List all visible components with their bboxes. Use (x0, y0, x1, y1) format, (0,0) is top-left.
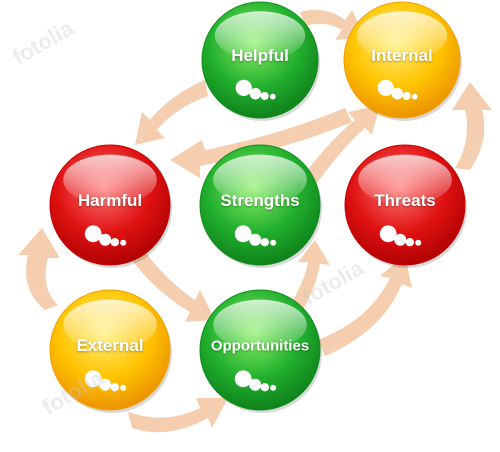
node-label-external: External (76, 336, 144, 355)
node-gloss (213, 299, 307, 350)
node-harmful (49, 144, 172, 268)
node-internal (343, 1, 462, 121)
bubble-dot (110, 238, 120, 247)
node-gloss (214, 11, 306, 60)
bubble-dot (260, 383, 269, 392)
bubble-dot (405, 238, 414, 247)
bubble-dot (260, 91, 269, 101)
node-threats (344, 144, 467, 268)
node-label-opportunities: Opportunities (210, 337, 310, 355)
arrow-harmful-opportunities (128, 245, 215, 322)
bubble-dot (249, 233, 262, 246)
bubble-dot (415, 239, 422, 246)
bubble-dot (377, 79, 394, 96)
bubble-dot (270, 239, 277, 246)
arrow-threats-internal (452, 82, 492, 170)
arrow-internal-harmful (170, 108, 352, 178)
bubble-dot (260, 238, 269, 247)
bubble-dot (99, 378, 112, 391)
node-external (49, 289, 172, 413)
arrow-strengths-internal (300, 105, 380, 190)
node-label-threats: Threats (374, 191, 436, 210)
bubble-dot (99, 233, 112, 246)
node-gloss (63, 154, 157, 205)
arrow-helpful-internal (300, 9, 365, 40)
node-strengths (199, 144, 322, 268)
bubble-dot (110, 383, 120, 392)
bubble-dot (120, 384, 127, 391)
arrow-opportunities-threats (318, 255, 412, 356)
node-gloss (63, 299, 157, 350)
node-helpful (201, 1, 320, 121)
connector-arrows (18, 9, 492, 433)
bubble-dot (391, 87, 404, 100)
nodes (49, 1, 467, 413)
node-label-internal: Internal (371, 46, 433, 65)
node-gloss (358, 154, 452, 205)
node-label-harmful: Harmful (77, 191, 143, 210)
node-opportunities (199, 289, 322, 413)
arrow-helpful-harmful (135, 80, 208, 145)
bubble-dot (234, 225, 252, 243)
node-gloss (356, 11, 448, 60)
bubble-dot (120, 239, 127, 246)
bubble-dot (402, 91, 411, 101)
node-gloss (213, 154, 307, 205)
arrow-external-harmful (18, 228, 60, 310)
bubble-dot (379, 225, 397, 243)
bubble-dot (394, 233, 407, 246)
node-label-helpful: Helpful (231, 46, 289, 65)
bubble-dot (411, 93, 418, 100)
bubble-dot (270, 384, 277, 391)
bubble-dot (249, 87, 262, 100)
bubble-dot (84, 225, 102, 243)
bubble-dot (269, 93, 276, 100)
node-label-strengths: Strengths (220, 191, 300, 210)
bubble-dot (235, 79, 252, 96)
arrow-external-opportunities (128, 398, 228, 433)
bubble-dot (234, 370, 252, 388)
bubble-dot (249, 378, 262, 391)
arrow-opportunities-strengths (290, 240, 330, 315)
bubble-dot (84, 370, 102, 388)
